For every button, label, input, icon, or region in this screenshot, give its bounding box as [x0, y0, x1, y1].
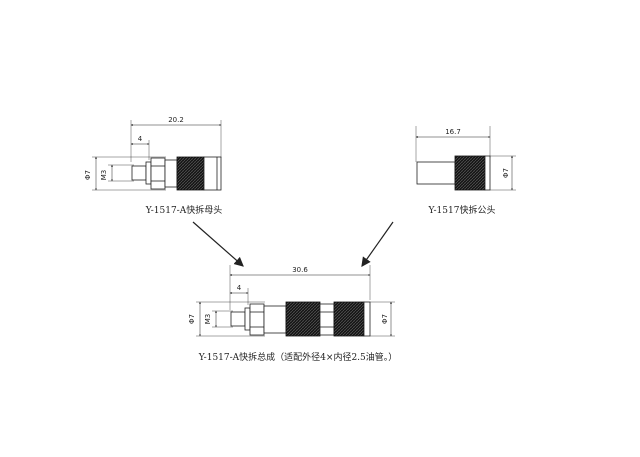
female-dim-length: 20.2 — [168, 116, 184, 124]
female-caption: Y-1517-A快拆母头 — [145, 204, 222, 216]
male-dim-length: 16.7 — [445, 128, 461, 136]
assembly-dim-length: 30.6 — [292, 266, 308, 274]
assembly-drawing — [196, 265, 395, 337]
male-connector-drawing — [415, 126, 516, 191]
female-dim-dia: Φ7 — [84, 170, 92, 180]
male-caption: Y-1517快拆公头 — [428, 204, 496, 216]
assembly-dim-hex: 4 — [237, 284, 242, 292]
assembly-dim-dia-right: Φ7 — [381, 314, 389, 324]
assembly-dim-dia-left: Φ7 — [188, 314, 196, 324]
assembly-caption: Y-1517-A快拆总成（适配外径4×内径2.5油管。） — [198, 351, 398, 363]
female-dim-hex: 4 — [138, 135, 143, 143]
arrow-left — [192, 221, 244, 267]
female-dim-thread: M3 — [100, 170, 108, 181]
male-dim-dia: Φ7 — [502, 168, 510, 178]
arrow-right — [361, 221, 394, 267]
female-connector-drawing — [92, 120, 222, 191]
assembly-dim-thread: M3 — [204, 314, 212, 325]
